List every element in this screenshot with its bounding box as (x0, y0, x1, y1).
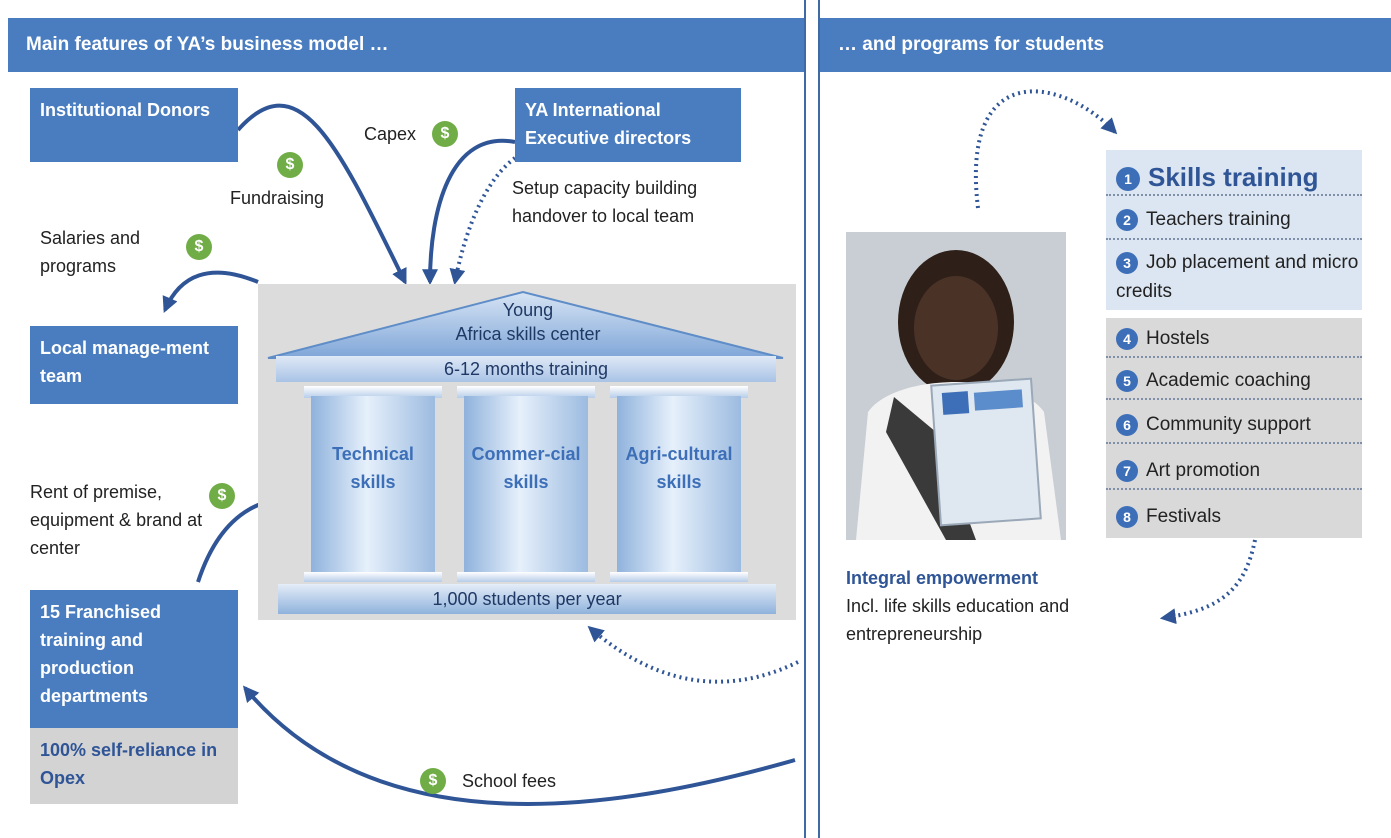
temple-lintel: 6-12 months training (276, 356, 776, 382)
programs-other-panel (1106, 318, 1362, 538)
program-number-5-icon: 5 (1116, 369, 1138, 392)
pillar-cap-technical (304, 386, 442, 398)
program-label-2: Teachers training (1146, 209, 1291, 230)
franchised-departments-box: 15 Franchised training and production de… (30, 590, 238, 728)
donors-to-center-arrow (236, 103, 407, 285)
salaries-programs-text: Salaries and programs (40, 228, 141, 276)
salaries-dollar-icon: $ (186, 234, 212, 260)
pillar-cap-agricultural (610, 386, 748, 398)
pillar-base-technical (304, 572, 442, 582)
program-item-6: 6 Community support (1106, 408, 1362, 444)
right-panel-header: … and programs for students (820, 18, 1391, 72)
pillar-agricultural: Agri-cultural skills (617, 396, 741, 578)
program-number-7-icon: 7 (1116, 459, 1138, 482)
students-to-center-dotted-arrow (587, 625, 799, 684)
right-divider (818, 0, 820, 838)
school-fees-dollar-icon: $ (420, 768, 446, 794)
empowerment-title: Integral empowerment (846, 568, 1039, 588)
fundraising-dollar-icon: $ (277, 152, 303, 178)
program-label-6: Community support (1146, 414, 1311, 435)
intl-setup-dotted-arrow (449, 156, 517, 286)
student-photo-illustration (846, 232, 1066, 540)
program-item-2: 2 Teachers training (1106, 202, 1362, 240)
program-item-7: 7 Art promotion (1106, 454, 1362, 490)
program-number-1-icon: 1 (1116, 167, 1140, 192)
rent-text: Rent of premise, equipment & brand at ce… (30, 482, 203, 558)
school-fees-arrow (242, 685, 796, 806)
program-label-8: Festivals (1146, 506, 1221, 527)
program-item-1: 1 Skills training (1106, 158, 1362, 196)
left-divider (804, 0, 806, 838)
program-label-5: Academic coaching (1146, 370, 1311, 391)
setup-capacity-text: Setup capacity building handover to loca… (512, 178, 698, 226)
capex-label: Capex (364, 124, 417, 144)
temple-title-line1: Young (502, 300, 554, 320)
pillar-cap-commercial (457, 386, 595, 398)
pillar-commercial: Commer-cial skills (464, 396, 588, 578)
program-item-8: 8 Festivals (1106, 500, 1362, 536)
program-number-4-icon: 4 (1116, 327, 1138, 350)
school-fees-label: School fees (462, 771, 557, 791)
rent-dollar-icon: $ (209, 483, 235, 509)
program-label-4: Hostels (1146, 328, 1210, 349)
program-item-4: 4 Hostels (1106, 322, 1362, 358)
institutional-donors-box: Institutional Donors (30, 88, 238, 162)
program-label-3: Job placement and micro credits (1116, 252, 1359, 302)
pillar-technical: Technical skills (311, 396, 435, 578)
pillar-base-commercial (457, 572, 595, 582)
program-number-2-icon: 2 (1116, 208, 1138, 231)
program-label-7: Art promotion (1146, 460, 1261, 481)
temple-title: Young Africa skills center (378, 298, 678, 346)
center-to-local-team-arrow (162, 270, 259, 313)
program-item-5: 5 Academic coaching (1106, 364, 1362, 400)
local-management-team-box: Local manage-ment team (30, 326, 238, 404)
programs-to-empowerment-dotted-arrow (1159, 539, 1257, 625)
student-photo (846, 232, 1066, 540)
program-number-6-icon: 6 (1116, 413, 1138, 436)
program-number-8-icon: 8 (1116, 505, 1138, 528)
empowerment-text: Incl. life skills education and entrepre… (846, 596, 1070, 644)
pillar-base-agricultural (610, 572, 748, 582)
program-label-1: Skills training (1148, 162, 1319, 192)
photo-to-programs-dotted-arrow (974, 89, 1118, 209)
self-reliance-box: 100% self-reliance in Opex (30, 728, 238, 804)
intl-executive-directors-box: YA International Executive directors (515, 88, 741, 162)
left-panel-header: Main features of YA’s business model … (8, 18, 804, 72)
program-number-3-icon: 3 (1116, 251, 1138, 274)
programs-highlight-panel (1106, 150, 1362, 310)
capex-dollar-icon: $ (432, 121, 458, 147)
intl-capex-arrow (422, 138, 516, 286)
temple-base: 1,000 students per year (278, 584, 776, 614)
fundraising-label: Fundraising (230, 188, 325, 208)
temple-title-line2: Africa skills center (455, 324, 601, 344)
